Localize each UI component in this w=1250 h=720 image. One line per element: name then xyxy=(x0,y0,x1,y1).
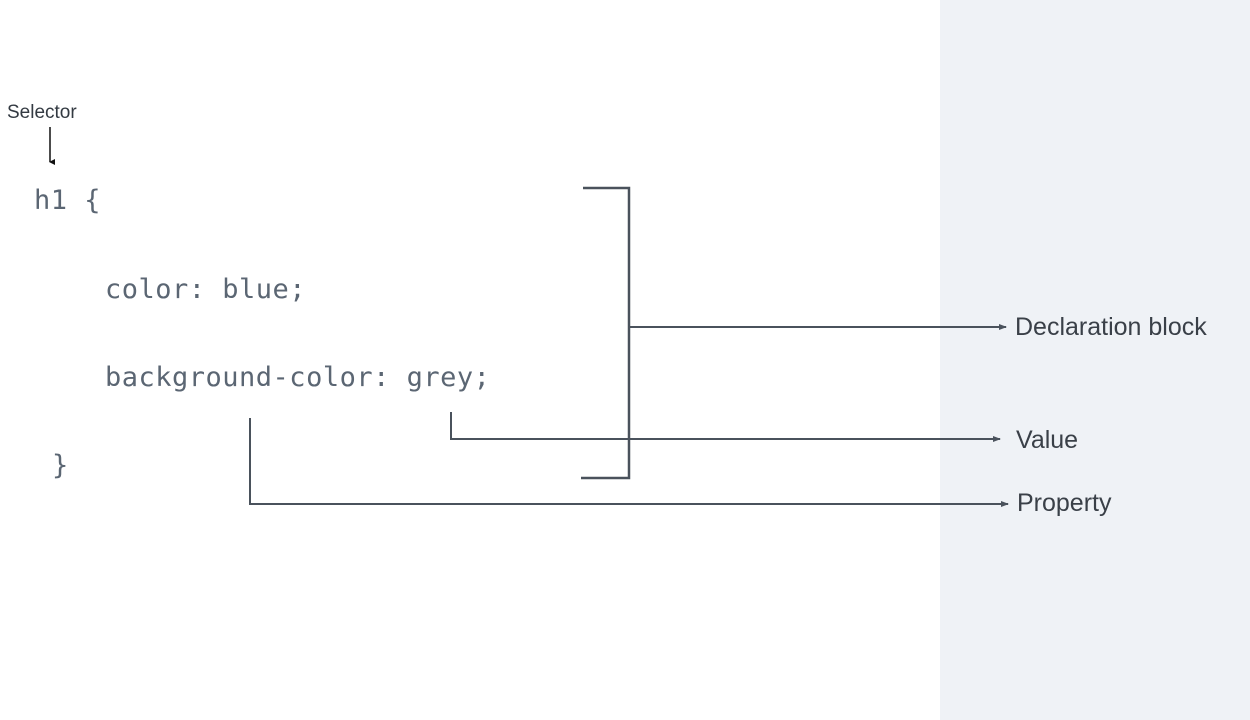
value-label: Value xyxy=(1016,426,1079,454)
property-label: Property xyxy=(1017,489,1112,517)
declaration-block-label: Declaration block xyxy=(1015,313,1207,341)
code-line-background-color: background-color: grey; xyxy=(105,362,491,393)
declaration-block-bracket xyxy=(581,186,631,480)
code-line-color: color: blue; xyxy=(105,274,307,305)
right-panel-background xyxy=(940,0,1250,720)
property-connector xyxy=(249,418,1009,507)
value-connector xyxy=(450,412,1001,442)
code-line-closing-brace: } xyxy=(52,450,69,481)
selector-label: Selector xyxy=(7,102,77,123)
code-line-selector: h1 { xyxy=(34,185,102,216)
